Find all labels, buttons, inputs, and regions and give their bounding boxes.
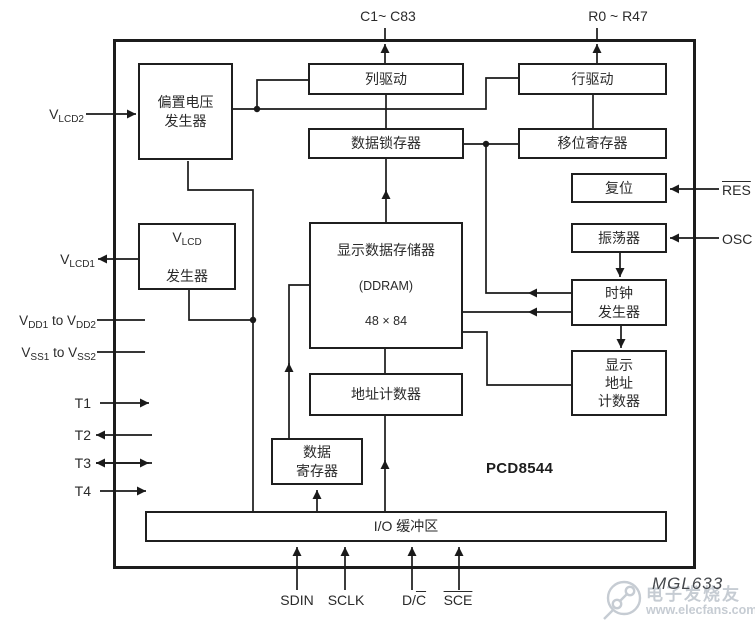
wire-bias-bottom-bus (187, 161, 254, 511)
chip-name-label: PCD8544 (486, 460, 554, 477)
block-address-counter: 地址计数器 (309, 373, 463, 416)
wire-bias-to-col-driver (256, 79, 308, 109)
wire-datareg-to-ddram (288, 284, 309, 365)
pin-label-sdin: SDIN (280, 592, 314, 608)
pin-label-t3: T3 (74, 455, 91, 471)
block-data-latch: 数据锁存器 (308, 128, 464, 159)
block-data-register: 数据 寄存器 (271, 438, 363, 485)
block-oscillator: 振荡器 (571, 223, 667, 253)
block-vlcd-generator: VLCD 发生器 (138, 223, 236, 290)
pin-label-column-outputs: C1~ C83 (360, 8, 416, 24)
pin-label-res: RES (722, 182, 751, 198)
pin-label-row-outputs: R0 ~ R47 (588, 8, 648, 24)
pin-label-sce: SCE (443, 592, 473, 608)
block-shift-register: 移位寄存器 (518, 128, 667, 159)
pin-label-t4: T4 (74, 483, 91, 499)
wire-clock-to-junction (485, 144, 528, 294)
pin-label-sclk: SCLK (327, 592, 365, 608)
block-clock-generator: 时钟 发生器 (571, 279, 667, 326)
pin-label-vss: VSS1 to VSS2 (21, 345, 96, 363)
watermark-url: www.elecfans.com (646, 603, 755, 617)
figure-code: MGL633 (652, 574, 724, 593)
chip-outline (113, 39, 696, 569)
block-display-address-counter: 显示 地址 计数器 (571, 350, 667, 416)
pin-label-vlcd2: VLCD2 (49, 106, 84, 125)
wire-vlcdgen-to-bus (188, 290, 252, 321)
wire-bias-to-row-driver (233, 77, 518, 110)
block-row-driver: 行驱动 (518, 63, 667, 95)
block-reset: 复位 (571, 173, 667, 203)
pin-label-t1: T1 (74, 395, 91, 411)
junction-dots (249, 105, 490, 324)
block-io-buffer: I/O 缓冲区 (145, 511, 667, 542)
block-ddram: 显示数据存储器 (DDRAM) 48 × 84 (309, 222, 463, 349)
wire-ddram-to-dispaddr (463, 331, 571, 386)
pin-label-vdd: VDD1 to VDD2 (19, 313, 96, 331)
watermark-brand: 电子发烧友 (646, 585, 741, 604)
pin-label-vlcd1: VLCD1 (60, 251, 95, 270)
elecfans-logo-icon (603, 580, 642, 620)
block-bias-voltage-generator: 偏置电压 发生器 (138, 63, 233, 160)
pin-label-dc: D/C (401, 592, 427, 608)
block-column-driver: 列驱动 (308, 63, 464, 95)
watermark: 电子发烧友 www.elecfans.com (600, 577, 755, 625)
pin-label-osc: OSC (722, 231, 753, 247)
pin-label-t2: T2 (74, 427, 91, 443)
